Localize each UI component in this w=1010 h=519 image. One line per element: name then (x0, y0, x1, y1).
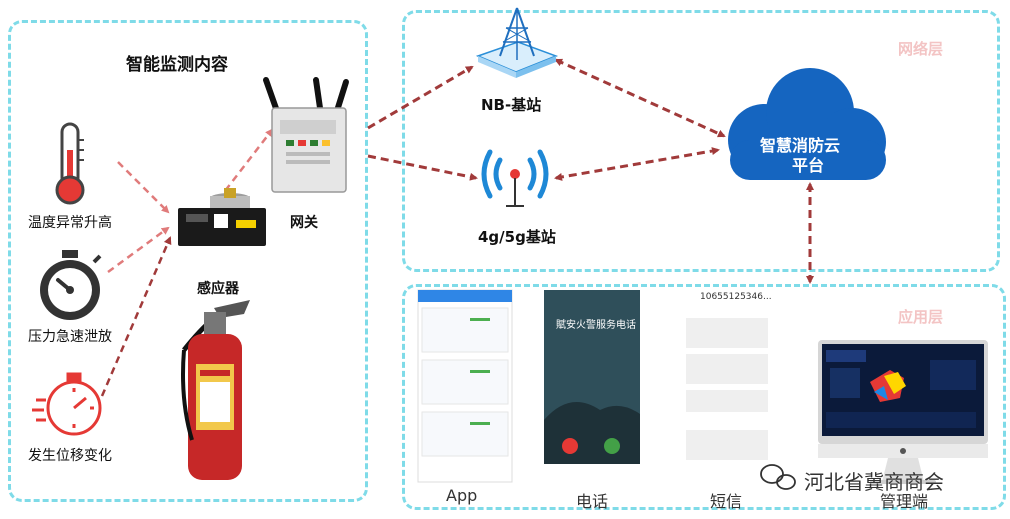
caption-app: App (446, 486, 478, 505)
network-layer-label: 网络层 (898, 40, 944, 58)
temperature-label: 温度异常升高 (28, 215, 112, 231)
sensor-label: 感应器 (197, 281, 239, 297)
g-station-label: 4g/5g基站 (478, 228, 556, 246)
arrow-pressure-to-sensor (107, 226, 170, 274)
watermark-icon (760, 464, 796, 490)
watermark-text: 河北省冀商商会 (804, 470, 944, 494)
arrow-4g-cloud (554, 147, 720, 181)
fire-extinguisher-icon (181, 300, 250, 480)
gateway-icon (263, 77, 349, 193)
app-layer-label: 应用层 (898, 308, 944, 326)
sms-screen (676, 290, 780, 472)
network-panel (402, 10, 1000, 272)
monitor-panel (8, 20, 368, 502)
call-screen (544, 290, 640, 464)
caption-sms: 短信 (710, 492, 743, 511)
monitor-icon (818, 340, 988, 484)
arrow-nb-cloud (554, 58, 726, 138)
cloud-label-line2: 平台 (792, 156, 825, 175)
arrow-gateway-to-4g (367, 154, 478, 181)
arrow-temperature-to-sensor (117, 161, 170, 214)
arrow-displacement-to-sensor (100, 236, 172, 397)
call-title: 賦安火警服务电话 (556, 320, 636, 331)
gateway-label: 网关 (290, 215, 318, 231)
stopwatch-icon (40, 250, 102, 320)
cloud-icon (728, 68, 886, 180)
sms-number: 10655125346... (700, 292, 772, 302)
sensor-device-icon (178, 188, 266, 246)
timer-icon (32, 372, 102, 436)
thermometer-icon (55, 122, 85, 205)
app-panel (402, 284, 1006, 510)
pressure-label: 压力急速泄放 (28, 329, 112, 345)
cloud-label-line1: 智慧消防云 (760, 136, 841, 155)
app-screenshot (417, 289, 513, 483)
nb-station-label: NB-基站 (481, 96, 542, 114)
arrow-gateway-to-nb (367, 65, 474, 130)
monitor-panel-title: 智能监测内容 (126, 55, 228, 75)
antenna-node (510, 169, 520, 179)
caption-phone: 电话 (576, 492, 609, 511)
antenna-icon (481, 149, 549, 199)
displacement-label: 发生位移变化 (28, 448, 112, 464)
nb-tower-icon (475, 7, 559, 78)
caption-management: 管理端 (880, 492, 929, 511)
